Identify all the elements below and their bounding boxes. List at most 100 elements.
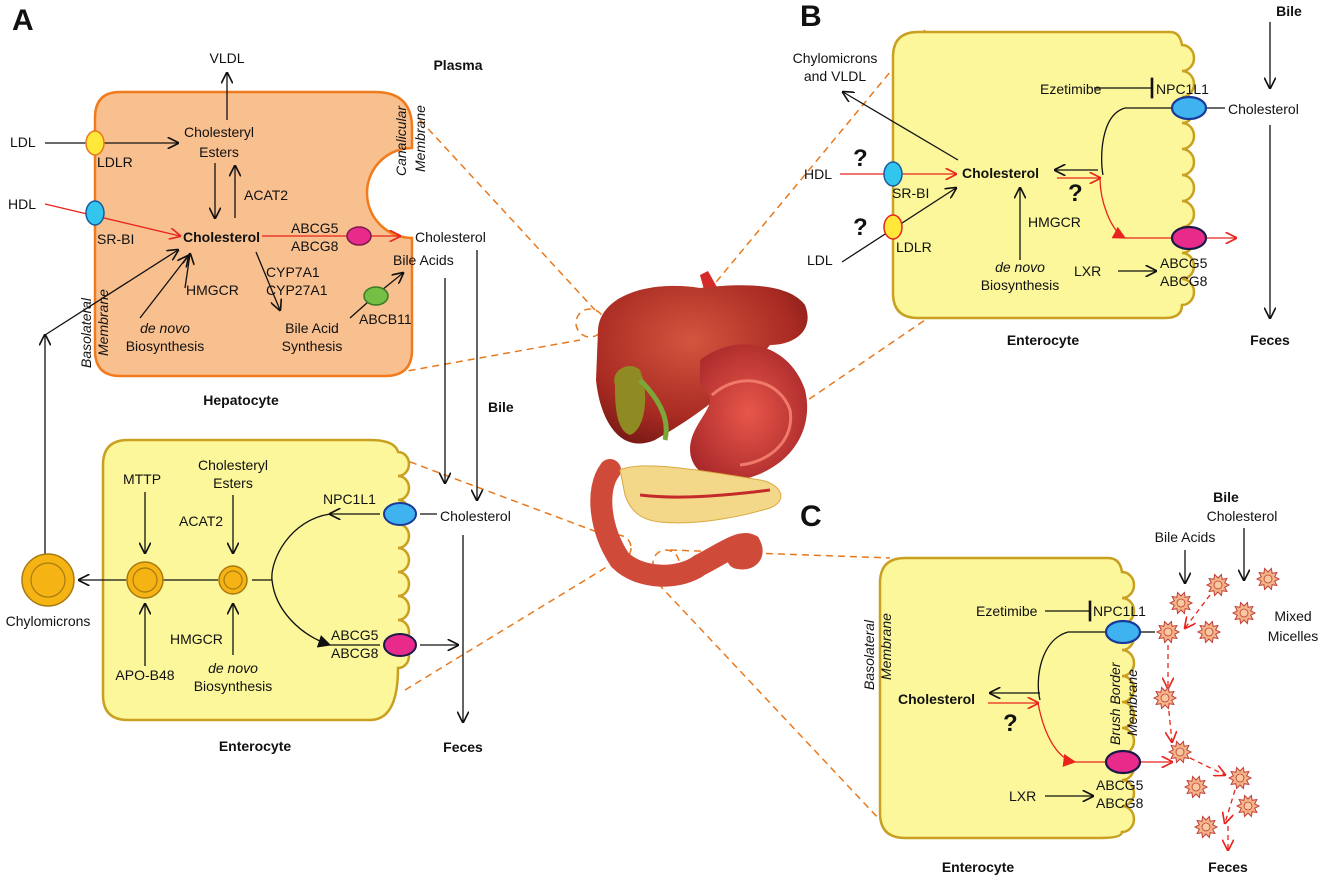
question-mark-c: ?	[1003, 710, 1018, 737]
label-c-abcg5: ABCG5	[1096, 777, 1144, 793]
label-b-npc1l1: NPC1L1	[1156, 81, 1209, 97]
label-c-lxr: LXR	[1009, 788, 1036, 804]
label-c-cholesterol-top: Cholesterol	[1207, 508, 1278, 524]
label-c-bile: Bile	[1213, 489, 1239, 505]
droplet-core	[223, 570, 243, 590]
label-hmgcr: HMGCR	[186, 282, 239, 298]
label-cyp7a1: CYP7A1	[266, 264, 320, 280]
label-ent-abcg5: ABCG5	[331, 627, 379, 643]
label-b-bile: Bile	[1276, 3, 1302, 19]
label-acat2: ACAT2	[244, 187, 288, 203]
panel-c-red-arrows	[988, 703, 1172, 762]
label-c-abcg8: ABCG8	[1096, 795, 1144, 811]
panel-label-c: C	[800, 500, 822, 533]
label-canalicular-membrane: Membrane	[412, 105, 428, 172]
label-c-basolateral-membrane: Membrane	[878, 613, 894, 680]
label-b-chylo2: and VLDL	[804, 68, 866, 84]
label-bile-acids: Bile Acids	[393, 252, 454, 268]
question-mark-ldl: ?	[853, 214, 868, 241]
label-cholesterol-out: Cholesterol	[415, 229, 486, 245]
label-hdl: HDL	[8, 196, 36, 212]
micelle	[1193, 815, 1219, 839]
abcb11-transporter	[363, 286, 389, 306]
label-abcb11: ABCB11	[359, 311, 412, 327]
label-c-ezetimibe: Ezetimibe	[976, 603, 1038, 619]
label-de-novo: de novo	[140, 320, 190, 336]
micelle	[1205, 573, 1231, 597]
label-bile-acid: Bile Acid	[285, 320, 339, 336]
label-b-enterocyte: Enterocyte	[1007, 332, 1080, 348]
label-ent-cholesterol: Cholesterol	[440, 508, 511, 524]
question-mark-efflux: ?	[1068, 180, 1083, 207]
label-b-srbi: SR-BI	[892, 185, 929, 201]
label-cyp27a1: CYP27A1	[266, 282, 328, 298]
panel-c-arrows	[990, 528, 1244, 796]
label-hepatocyte: Hepatocyte	[203, 392, 279, 408]
label-b-hdl: HDL	[804, 166, 832, 182]
panel-b-red-arrows	[840, 174, 1236, 238]
label-b-cholesterol-out: Cholesterol	[1228, 101, 1299, 117]
label-b-ldl: LDL	[807, 252, 833, 268]
micelle	[1152, 686, 1178, 710]
label-c-brush-membrane: Membrane	[1124, 669, 1140, 736]
label-c-bile-acids: Bile Acids	[1155, 529, 1216, 545]
label-ldl: LDL	[10, 134, 36, 150]
panel-label-b: B	[800, 0, 822, 33]
micelle	[1235, 794, 1261, 818]
label-b-lxr: LXR	[1074, 263, 1101, 279]
mixed-micelles	[1152, 567, 1281, 839]
ldlr-transporter-b	[883, 214, 903, 240]
label-bile: Bile	[488, 399, 514, 415]
label-esters: Esters	[199, 144, 239, 160]
npc1l1-transporter-c	[1104, 619, 1142, 645]
enterocyte-cell-b	[891, 30, 1196, 320]
hepatocyte-red-arrows	[44, 203, 400, 236]
micelle	[1196, 620, 1222, 644]
panel-c-dashed-red-arrows	[1168, 594, 1236, 850]
label-b-ezetimibe: Ezetimibe	[1040, 81, 1102, 97]
label-c-cholesterol: Cholesterol	[898, 691, 975, 707]
label-b-de-novo: de novo	[995, 259, 1045, 275]
abcg5-transporter	[346, 226, 372, 246]
label-chylomicrons: Chylomicrons	[6, 613, 91, 629]
label-ent-hmgcr: HMGCR	[170, 631, 223, 647]
abcg5-transporter-b	[1170, 225, 1208, 251]
label-basolateral-membrane: Membrane	[95, 289, 111, 356]
chylomicron-core	[30, 562, 66, 598]
micelle	[1227, 766, 1253, 790]
label-abcg5: ABCG5	[291, 220, 339, 236]
label-enterocyte-a: Enterocyte	[219, 738, 292, 754]
label-b-ldlr: LDLR	[896, 239, 932, 255]
label-c-brush: Brush Border	[1107, 661, 1123, 745]
label-b-cholesterol: Cholesterol	[962, 165, 1039, 181]
label-c-npc1l1: NPC1L1	[1093, 603, 1146, 619]
srbi-transporter	[85, 200, 105, 226]
lipoprotein-core	[132, 567, 158, 593]
label-b-feces: Feces	[1250, 332, 1290, 348]
micelle	[1231, 601, 1257, 625]
ldlr-transporter	[85, 130, 105, 156]
abcg5-transporter-a	[383, 633, 417, 657]
label-ent-abcg8: ABCG8	[331, 645, 379, 661]
label-canalicular: Canalicular	[393, 105, 409, 176]
label-b-abcg8: ABCG8	[1160, 273, 1208, 289]
npc1l1-transporter-b	[1170, 95, 1208, 121]
label-vldl: VLDL	[209, 50, 244, 66]
label-cholesteryl: Cholesteryl	[184, 124, 254, 140]
label-apob48: APO-B48	[115, 667, 174, 683]
label-feces-a: Feces	[443, 739, 483, 755]
label-c-basolateral: Basolateral	[861, 619, 877, 690]
label-b-chylo1: Chylomicrons	[793, 50, 878, 66]
label-ent-cholesteryl: Cholesteryl	[198, 457, 268, 473]
label-ent-biosynthesis: Biosynthesis	[194, 678, 273, 694]
label-ldlr: LDLR	[97, 154, 133, 170]
label-ent-de-novo: de novo	[208, 660, 258, 676]
label-biosynthesis: Biosynthesis	[126, 338, 205, 354]
label-c-enterocyte: Enterocyte	[942, 859, 1015, 875]
micelle	[1168, 591, 1194, 615]
label-mttp: MTTP	[123, 471, 161, 487]
label-c-micelles: Micelles	[1268, 628, 1319, 644]
label-ent-acat2: ACAT2	[179, 513, 223, 529]
label-cholesterol: Cholesterol	[183, 229, 260, 245]
label-basolateral: Basolateral	[78, 297, 94, 368]
